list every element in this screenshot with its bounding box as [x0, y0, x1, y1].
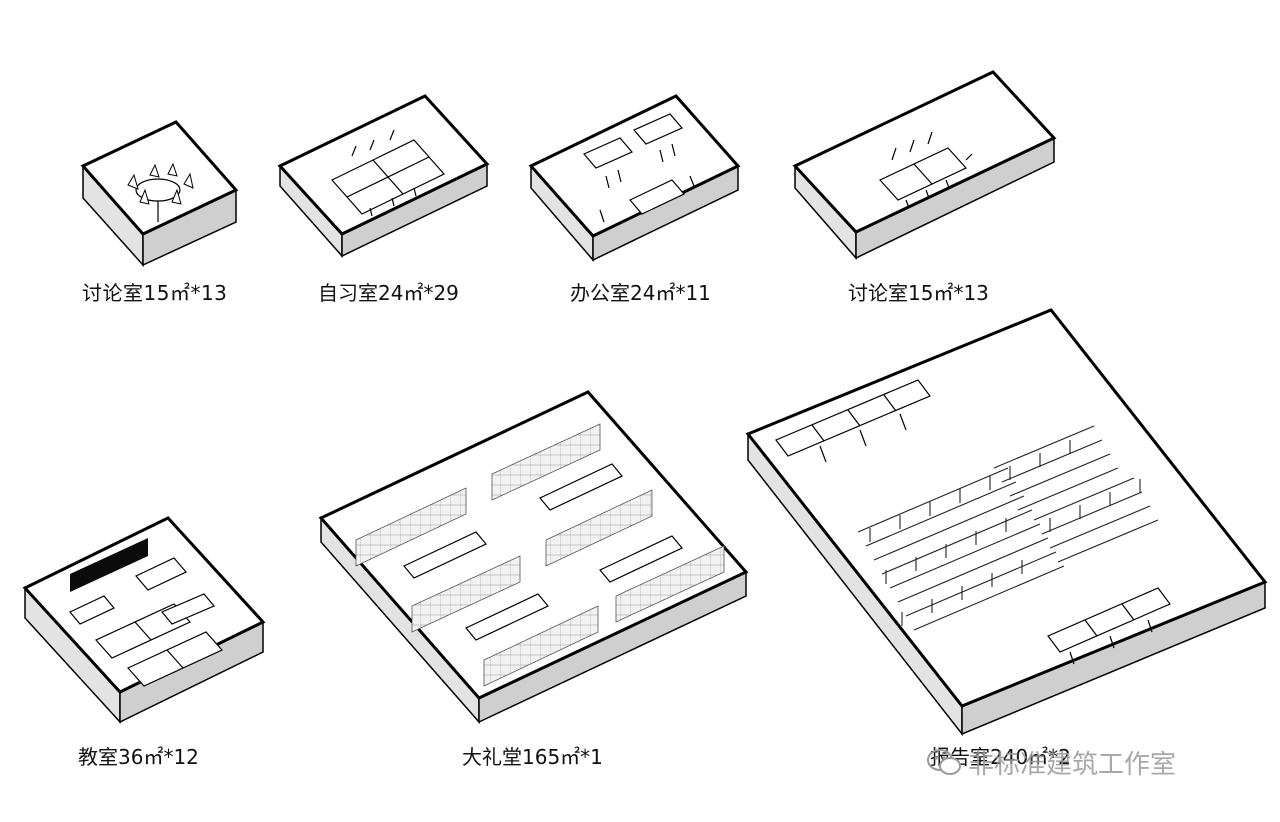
room-rim: [277, 94, 490, 236]
seat-rows: [857, 425, 1159, 631]
caption-classroom: 教室36㎡*12: [78, 745, 199, 769]
wechat-icon: [927, 748, 961, 775]
reading-tables: [403, 463, 683, 641]
blackboard: [70, 538, 148, 592]
caption-study: 自习室24㎡*29: [318, 281, 459, 305]
room-discussion-1: [80, 120, 239, 267]
room-rim: [80, 120, 239, 236]
room-floor: [748, 310, 1265, 706]
room-discussion-2: [792, 70, 1057, 261]
caption-discussion-1: 讨论室15㎡*13: [82, 281, 227, 305]
room-study: [277, 94, 490, 258]
room-lecture: [745, 308, 1268, 737]
podium-table-bottom: [1047, 587, 1171, 665]
room-office: [528, 94, 741, 263]
caption-office: 办公室24㎡*11: [570, 281, 711, 305]
room-rim: [22, 516, 266, 694]
room-hall: [318, 390, 749, 724]
caption-discussion-2: 讨论室15㎡*13: [848, 281, 989, 305]
watermark: 非标准建筑工作室: [926, 744, 1176, 781]
round-table: [127, 162, 194, 222]
room-floor: [795, 72, 1054, 232]
room-floor: [531, 96, 738, 236]
room-rim: [528, 94, 741, 238]
room-rim: [318, 390, 749, 700]
bookshelves: [355, 423, 725, 687]
room-classroom: [22, 516, 266, 724]
room-rim: [745, 308, 1268, 708]
room-floor: [83, 122, 236, 234]
podium-table-top: [775, 379, 931, 463]
caption-hall: 大礼堂165㎡*1: [462, 745, 603, 769]
office-desks: [583, 113, 695, 223]
classroom-desks: [69, 557, 223, 687]
study-tables: [331, 129, 445, 217]
watermark-text: 非标准建筑工作室: [968, 750, 1177, 780]
room-rim: [792, 70, 1057, 234]
meeting-table: [879, 131, 973, 209]
